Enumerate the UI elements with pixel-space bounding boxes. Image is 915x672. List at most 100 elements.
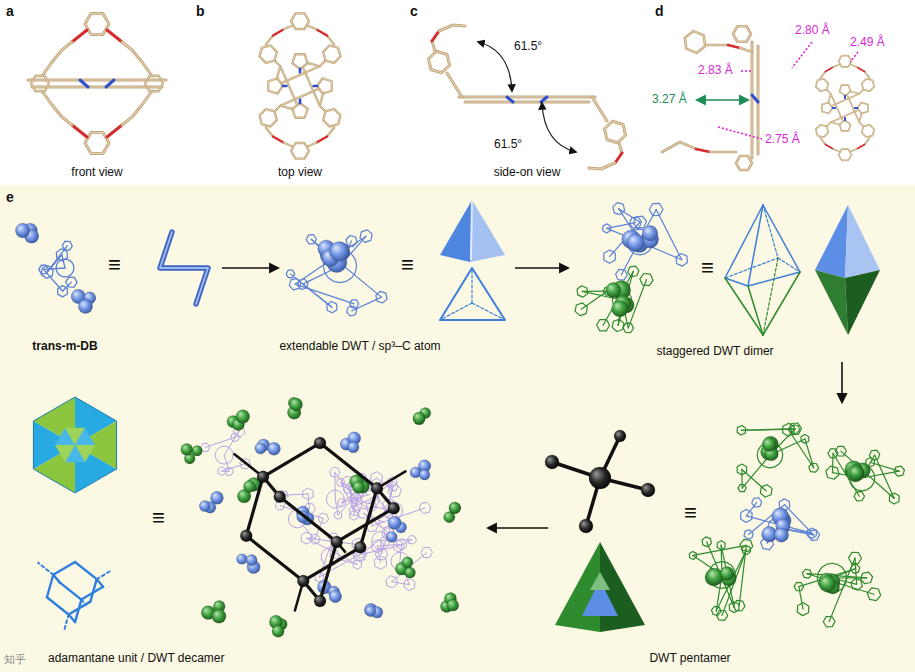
wire-line (81, 587, 103, 600)
stage-caption-holder: trans-m-DB (32, 340, 97, 354)
equivalence-sign: ≡ (701, 255, 714, 280)
bond-stick (465, 101, 589, 104)
bond-highlight (439, 25, 465, 31)
equivalence-sign-holder: ≡ (108, 252, 121, 277)
bond-stick (833, 149, 839, 152)
bond-highlight (619, 143, 622, 153)
atom-sphere (388, 516, 401, 529)
bond-stick (859, 90, 863, 94)
angle-label: 61.5° (494, 137, 522, 151)
atom-sphere (449, 502, 461, 514)
wire-line (33, 397, 116, 493)
bond-highlight (685, 31, 705, 53)
face (33, 397, 75, 445)
bond-stick (833, 64, 839, 67)
bond-highlight (28, 79, 166, 80)
equivalence-sign: ≡ (684, 500, 697, 525)
bond-stick (857, 67, 865, 72)
atom-sphere (847, 464, 865, 482)
bond-stick (589, 163, 615, 169)
bond-stick (820, 138, 825, 145)
bond-stick (736, 156, 752, 170)
bond-highlight (292, 103, 307, 118)
bond-stick (604, 121, 625, 142)
bond-stick (827, 90, 831, 94)
face (815, 205, 848, 278)
bond-stick (275, 106, 281, 112)
wire-line (841, 451, 894, 498)
bond-highlight (320, 106, 326, 112)
wire-line (64, 614, 68, 630)
panel-letter-holder: e (6, 189, 14, 205)
wire-line (619, 209, 640, 223)
atom-sphere (579, 519, 593, 533)
atom-sphere (78, 299, 92, 313)
bond-highlight (308, 143, 316, 147)
bond-highlight (820, 138, 825, 145)
bond-highlight (465, 101, 589, 102)
bond-stick (259, 109, 276, 126)
atom-sphere (612, 300, 628, 316)
bond-highlight (284, 26, 292, 30)
bond-highlight (428, 51, 449, 72)
process-arrow (488, 527, 548, 529)
bond-stick (283, 85, 287, 88)
equivalence-sign-holder: ≡ (401, 252, 414, 277)
bond-highlight (145, 76, 163, 92)
bond-stick (592, 97, 607, 121)
atom-sphere (236, 410, 250, 424)
wire-line (311, 239, 381, 297)
equivalence-sign-holder: ≡ (684, 500, 697, 525)
bond-stick (751, 42, 754, 158)
face (75, 428, 95, 445)
atom-sphere (268, 442, 281, 455)
bond-highlight (122, 42, 152, 76)
wire-line (280, 497, 337, 542)
wire-line (746, 502, 756, 515)
atom-sphere (329, 242, 349, 262)
bond-stick (822, 102, 833, 113)
bond-highlight (266, 127, 273, 136)
bond-highlight (859, 122, 863, 126)
bond-highlight (275, 61, 281, 67)
bond-stick (447, 73, 462, 97)
bond-stick (314, 85, 318, 88)
bond-stick (80, 80, 88, 87)
bond-highlight (268, 78, 283, 93)
atom-sphere (762, 438, 776, 452)
bond-stick (145, 76, 163, 92)
wire-line (471, 200, 472, 259)
atom-sphere (819, 575, 835, 591)
wire-line (855, 558, 857, 584)
bond-stick (507, 97, 513, 102)
atom-sphere (181, 444, 193, 456)
bond-stick (31, 76, 49, 92)
panel-letter: c (410, 3, 418, 19)
wire-line (741, 469, 742, 488)
atom-sphere (255, 443, 266, 454)
stage-caption: staggered DWT dimer (656, 344, 773, 358)
wire-line (799, 587, 803, 610)
bond-highlight (827, 90, 831, 94)
wire-line (400, 544, 402, 561)
atom-sphere (272, 625, 284, 637)
atom-sphere (447, 599, 459, 611)
bond-stick (320, 61, 326, 67)
wire-line (778, 258, 800, 272)
bond-stick (107, 30, 122, 42)
wire-line (283, 494, 308, 495)
angle-arc (542, 103, 576, 152)
wire-line (235, 431, 239, 437)
bond-stick (865, 138, 870, 145)
atom-sphere (331, 536, 343, 548)
stage-caption: adamantane unit / DWT decamer (48, 651, 225, 665)
bond-highlight (259, 109, 276, 126)
wire-line (63, 282, 72, 291)
bond-stick (839, 85, 850, 96)
wire-line (38, 563, 53, 575)
bond-highlight (320, 61, 326, 67)
wire-line (44, 269, 63, 291)
stage-caption-holder: extendable DWT / sp³–C atom (279, 340, 440, 354)
